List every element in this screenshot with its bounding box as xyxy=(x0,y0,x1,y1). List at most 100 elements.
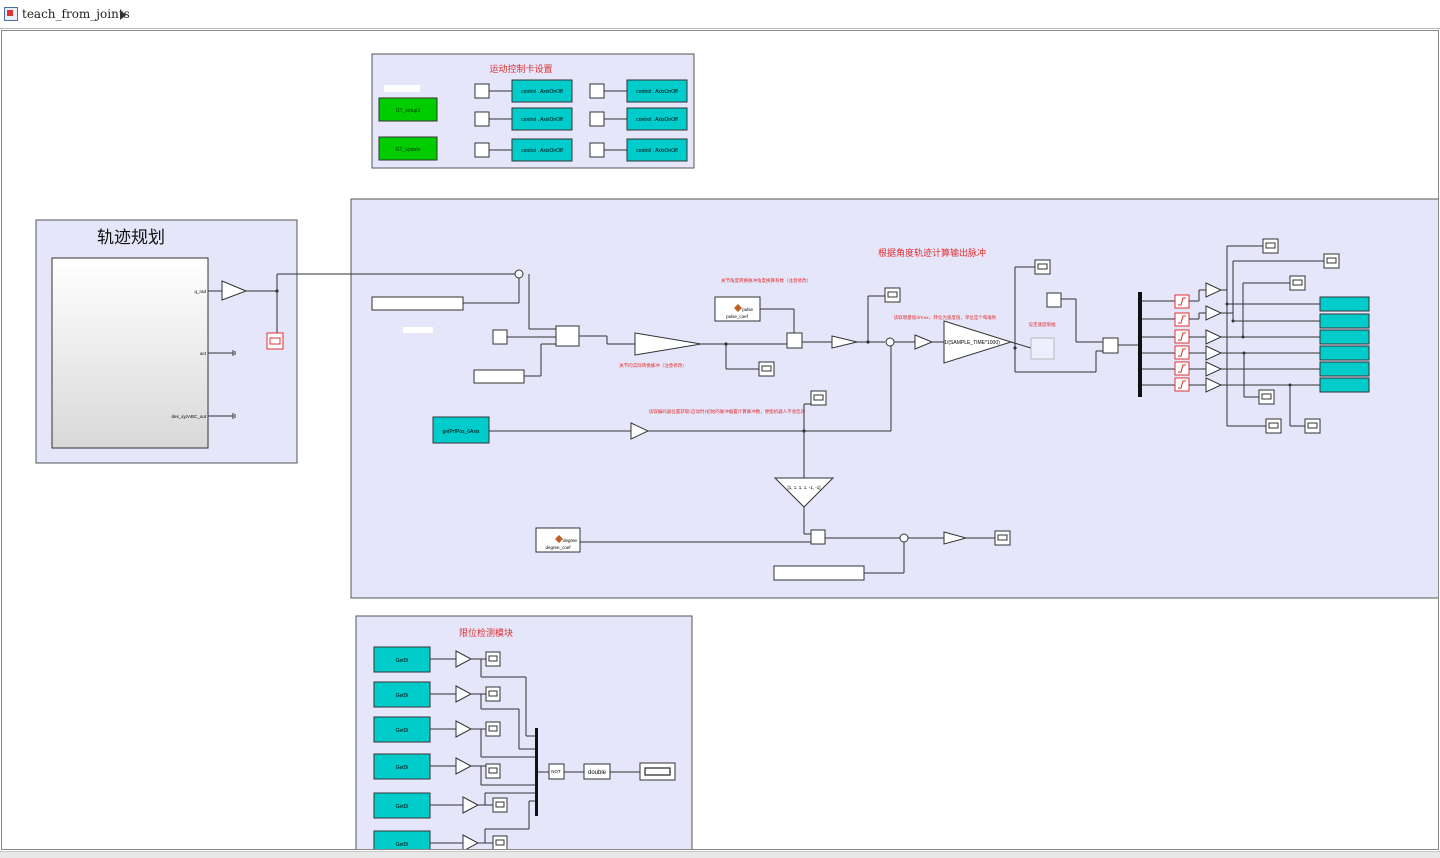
output-scope-5[interactable] xyxy=(1265,418,1282,434)
axis-block-6[interactable]: control . AxisOnOff xyxy=(626,138,688,162)
di-scope-4[interactable] xyxy=(485,763,501,779)
input-port-c[interactable] xyxy=(1046,292,1062,308)
di-gain-1[interactable] xyxy=(455,650,473,668)
input-port-a[interactable] xyxy=(492,329,508,345)
di-scope-3[interactable] xyxy=(485,721,501,737)
axis-output-1[interactable] xyxy=(1319,296,1370,312)
input-constant-b[interactable] xyxy=(473,369,525,384)
axis-output-6[interactable] xyxy=(1319,377,1370,393)
speed-scope[interactable] xyxy=(1034,259,1051,275)
axis-output-3[interactable] xyxy=(1319,329,1370,345)
di-gain-5[interactable] xyxy=(462,796,480,814)
axis-output-4[interactable] xyxy=(1319,345,1370,361)
product-block-2[interactable] xyxy=(810,529,826,545)
rate-limiter[interactable] xyxy=(1030,337,1055,360)
offset-constant[interactable] xyxy=(371,296,464,311)
gt-update-button[interactable]: GT_update xyxy=(378,136,438,161)
degree-scope[interactable] xyxy=(994,530,1011,546)
trajectory-scope[interactable] xyxy=(266,332,284,350)
get-di-block-2[interactable]: GetDi xyxy=(373,681,431,708)
axis-block-5[interactable]: control . AxisOnOff xyxy=(626,107,688,131)
block-diagram[interactable]: 运动控制卡设置 GT_setup1 GT_update control . Ax… xyxy=(2,31,1439,850)
sum-junction-1[interactable] xyxy=(514,269,524,279)
saturation-3[interactable] xyxy=(1174,329,1190,344)
axis-switch-2[interactable] xyxy=(474,111,512,127)
q-rad-gain[interactable] xyxy=(221,280,248,301)
di-gain-4[interactable] xyxy=(455,757,473,775)
output-scope-4[interactable] xyxy=(1258,389,1275,405)
degree-offset-constant[interactable] xyxy=(773,565,865,581)
pulse-calc-panel[interactable]: 根据角度轨迹计算输出脉冲 关节的实际转换脉冲（注意修改） 关节角度转换脉冲角度换… xyxy=(277,198,1439,599)
switch-block[interactable] xyxy=(1102,337,1119,354)
get-prf-pos-block[interactable] xyxy=(432,416,490,444)
axis-switch-5[interactable] xyxy=(589,111,627,127)
sum-junction-3[interactable] xyxy=(899,533,909,543)
product-scope[interactable] xyxy=(884,287,901,303)
axis-switch-6[interactable] xyxy=(589,142,627,158)
axis-switch-4[interactable] xyxy=(589,83,627,99)
breadcrumb-caret-icon[interactable] xyxy=(120,10,126,20)
output-scope-6[interactable] xyxy=(1304,418,1321,434)
feedback-gain[interactable] xyxy=(630,422,650,440)
out-gain-6[interactable] xyxy=(1205,377,1223,393)
get-di-block-6[interactable]: GetDi xyxy=(373,830,431,850)
axis-block-2[interactable]: control . AxisOnOff xyxy=(511,107,573,131)
product-block[interactable] xyxy=(786,332,803,349)
gain-2[interactable] xyxy=(831,335,858,349)
limit-display[interactable] xyxy=(639,762,676,781)
axis-block-1[interactable]: control . AxisOnOff xyxy=(511,79,573,103)
feedback-scope[interactable] xyxy=(810,390,827,406)
mux-block-1[interactable] xyxy=(555,325,580,347)
model-breadcrumb[interactable]: teach_from_joints xyxy=(22,7,130,21)
di-scope-1[interactable] xyxy=(485,651,501,667)
get-di-block-5[interactable]: GetDi xyxy=(373,792,431,819)
out-gain-2[interactable] xyxy=(1205,305,1223,321)
pulse-gain[interactable] xyxy=(634,332,702,356)
sum-junction-2[interactable] xyxy=(885,337,895,347)
out-gain-5[interactable] xyxy=(1205,361,1223,377)
limit-detect-panel[interactable]: 限位检测模块 GetDi GetDi GetDi GetDi GetDi Get… xyxy=(355,615,693,850)
get-di-block-1[interactable]: GetDi xyxy=(373,646,431,673)
limit-mux-bar[interactable] xyxy=(535,728,538,816)
di-scope-2[interactable] xyxy=(485,686,501,702)
output-scope-3[interactable] xyxy=(1289,275,1306,291)
saturation-2[interactable] xyxy=(1174,312,1190,327)
trajectory-panel[interactable]: 轨迹规划 q_rad act des_xyzABC_out xyxy=(35,219,298,464)
gt-setup-button[interactable]: GT_setup1 xyxy=(378,97,438,122)
saturation-4[interactable] xyxy=(1174,345,1190,360)
saturation-5[interactable] xyxy=(1174,361,1190,376)
vector-gain[interactable] xyxy=(773,477,835,508)
demux-bar[interactable] xyxy=(1138,292,1142,397)
output-scope-1[interactable] xyxy=(1262,238,1279,254)
get-di-block-3[interactable]: GetDi xyxy=(373,716,431,743)
axis-block-3[interactable]: control . AxisOnOff xyxy=(511,138,573,162)
output-scope-2[interactable] xyxy=(1323,253,1340,269)
out-gain-3[interactable] xyxy=(1205,329,1223,345)
gain-scope[interactable] xyxy=(758,361,775,377)
saturation-1[interactable] xyxy=(1174,294,1190,309)
model-canvas[interactable]: 运动控制卡设置 GT_setup1 GT_update control . Ax… xyxy=(1,30,1439,850)
di-gain-6[interactable] xyxy=(462,834,480,850)
sample-time-gain[interactable] xyxy=(943,320,1013,364)
di-gain-3[interactable] xyxy=(455,720,473,738)
axis-output-5[interactable] xyxy=(1319,361,1370,377)
simulink-model-icon[interactable] xyxy=(4,7,18,21)
axis-block-4[interactable]: control . AxisOnOff xyxy=(626,79,688,103)
axis-switch-1[interactable] xyxy=(474,83,512,99)
double-convert-block[interactable]: double xyxy=(583,763,611,780)
gain-3[interactable] xyxy=(914,334,934,350)
di-scope-5[interactable] xyxy=(492,797,508,813)
saturation-6[interactable] xyxy=(1174,377,1190,392)
axis-output-2[interactable] xyxy=(1319,313,1370,329)
get-di-block-4[interactable]: GetDi xyxy=(373,753,431,780)
position-note: 读取编码器位置获取(启动时)初始的脉冲偏置计算脉冲数，便能机器人不会乱转 xyxy=(649,408,806,415)
di-scope-6[interactable] xyxy=(492,835,508,850)
not-block[interactable]: NOT xyxy=(548,763,565,780)
card-setup-panel[interactable]: 运动控制卡设置 GT_setup1 GT_update control . Ax… xyxy=(371,53,695,169)
degree-gain[interactable] xyxy=(943,531,968,545)
out-gain-1[interactable] xyxy=(1205,282,1223,298)
di-gain-2[interactable] xyxy=(455,685,473,703)
axis-switch-3[interactable] xyxy=(474,142,512,158)
out-gain-4[interactable] xyxy=(1205,345,1223,361)
trajectory-subsystem[interactable] xyxy=(51,257,209,449)
